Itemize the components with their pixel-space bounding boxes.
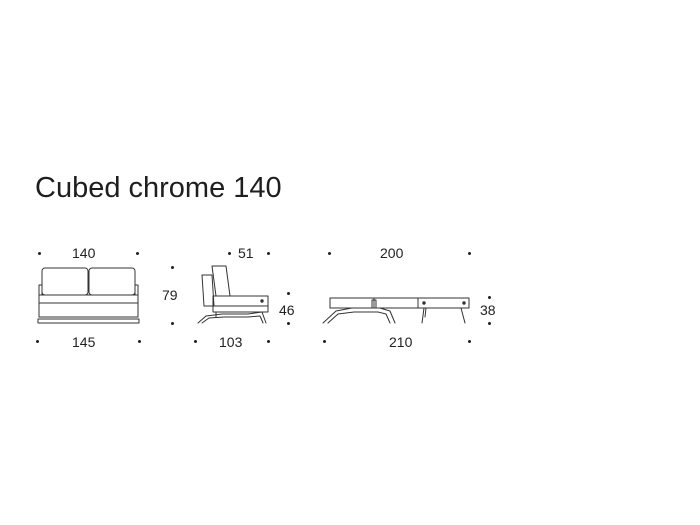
- front-back-cushion-right: [88, 267, 136, 296]
- bed-leg-outer: [322, 307, 396, 324]
- side-back-frame: [201, 274, 215, 307]
- bed-length-bottom-label: 210: [389, 334, 413, 350]
- dim-marker: [38, 252, 41, 255]
- dim-marker: [36, 340, 39, 343]
- front-view-drawing: [37, 267, 140, 324]
- dim-marker: [488, 322, 491, 325]
- bed-leg-inner: [327, 311, 391, 324]
- dim-marker: [267, 340, 270, 343]
- bed-screw-right: [462, 301, 466, 305]
- front-seat-top: [38, 294, 139, 304]
- front-back-cushion-left: [41, 267, 89, 296]
- front-armrest-left: [38, 284, 43, 296]
- dim-marker: [267, 252, 270, 255]
- dim-marker: [138, 340, 141, 343]
- side-view-drawing: [197, 265, 269, 324]
- side-depth-bottom-label: 103: [219, 334, 243, 350]
- dim-marker: [468, 340, 471, 343]
- dim-marker: [488, 296, 491, 299]
- dim-marker: [287, 292, 290, 295]
- dim-marker: [323, 340, 326, 343]
- bed-leg-foot-right: [460, 307, 466, 324]
- front-width-top-label: 140: [72, 245, 96, 261]
- dim-marker: [468, 252, 471, 255]
- front-height-label: 79: [162, 287, 178, 303]
- dim-marker: [171, 266, 174, 269]
- dim-marker: [287, 322, 290, 325]
- bed-screw-left: [422, 301, 426, 305]
- dim-marker: [228, 252, 231, 255]
- side-seat-screw: [260, 299, 264, 303]
- side-back-cushion: [211, 265, 231, 297]
- side-seat-height-label: 46: [279, 302, 295, 318]
- side-seat: [212, 295, 269, 307]
- side-leg-inner: [201, 315, 264, 324]
- bed-section-head: [329, 297, 375, 309]
- dim-marker: [136, 252, 139, 255]
- side-depth-top-label: 51: [238, 245, 254, 261]
- bed-view-drawing: [322, 297, 470, 324]
- bed-section-middle: [373, 297, 419, 309]
- bed-leg-foot-left-inner: [424, 307, 427, 318]
- front-armrest-right: [134, 284, 139, 296]
- dim-marker: [194, 340, 197, 343]
- dim-marker: [171, 322, 174, 325]
- product-title: Cubed chrome 140: [35, 172, 282, 204]
- front-seat-body: [38, 302, 139, 318]
- front-chrome-base: [37, 318, 140, 324]
- side-leg-outer: [197, 311, 267, 324]
- side-seat-base: [212, 305, 269, 313]
- bed-length-top-label: 200: [380, 245, 404, 261]
- bed-leg-foot-left: [421, 307, 425, 324]
- dim-marker: [328, 252, 331, 255]
- bed-height-label: 38: [480, 302, 496, 318]
- front-width-bottom-label: 145: [72, 334, 96, 350]
